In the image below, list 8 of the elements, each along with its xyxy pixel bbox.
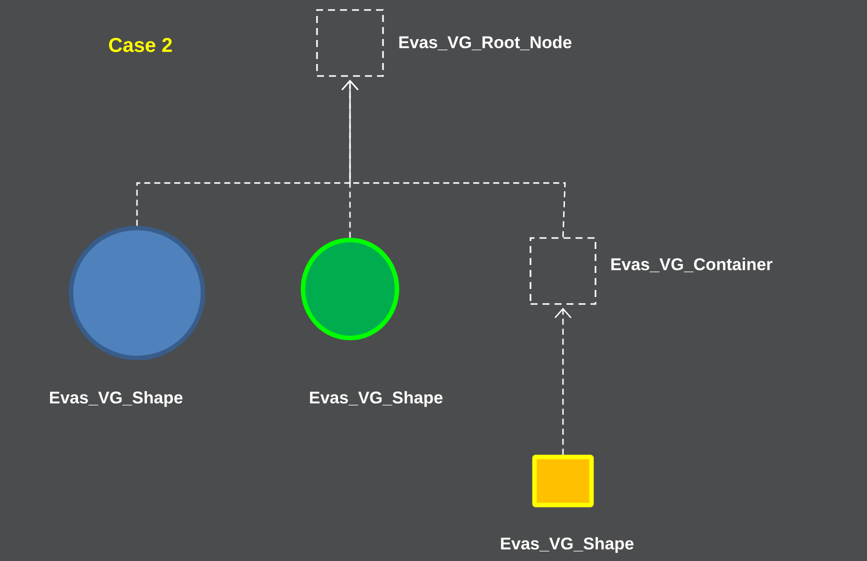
node-label: Evas_VG_Root_Node: [399, 36, 572, 50]
node-label: Evas_VG_Shape: [310, 391, 443, 407]
node-label: Evas_VG_Shape: [50, 391, 183, 407]
node-label: Evas_VG_Container: [611, 258, 772, 272]
case-label: Case 2: [109, 38, 172, 52]
arrow: [554, 308, 572, 455]
node-label: Evas_VG_Shape: [501, 537, 634, 553]
arrow: [342, 80, 566, 238]
